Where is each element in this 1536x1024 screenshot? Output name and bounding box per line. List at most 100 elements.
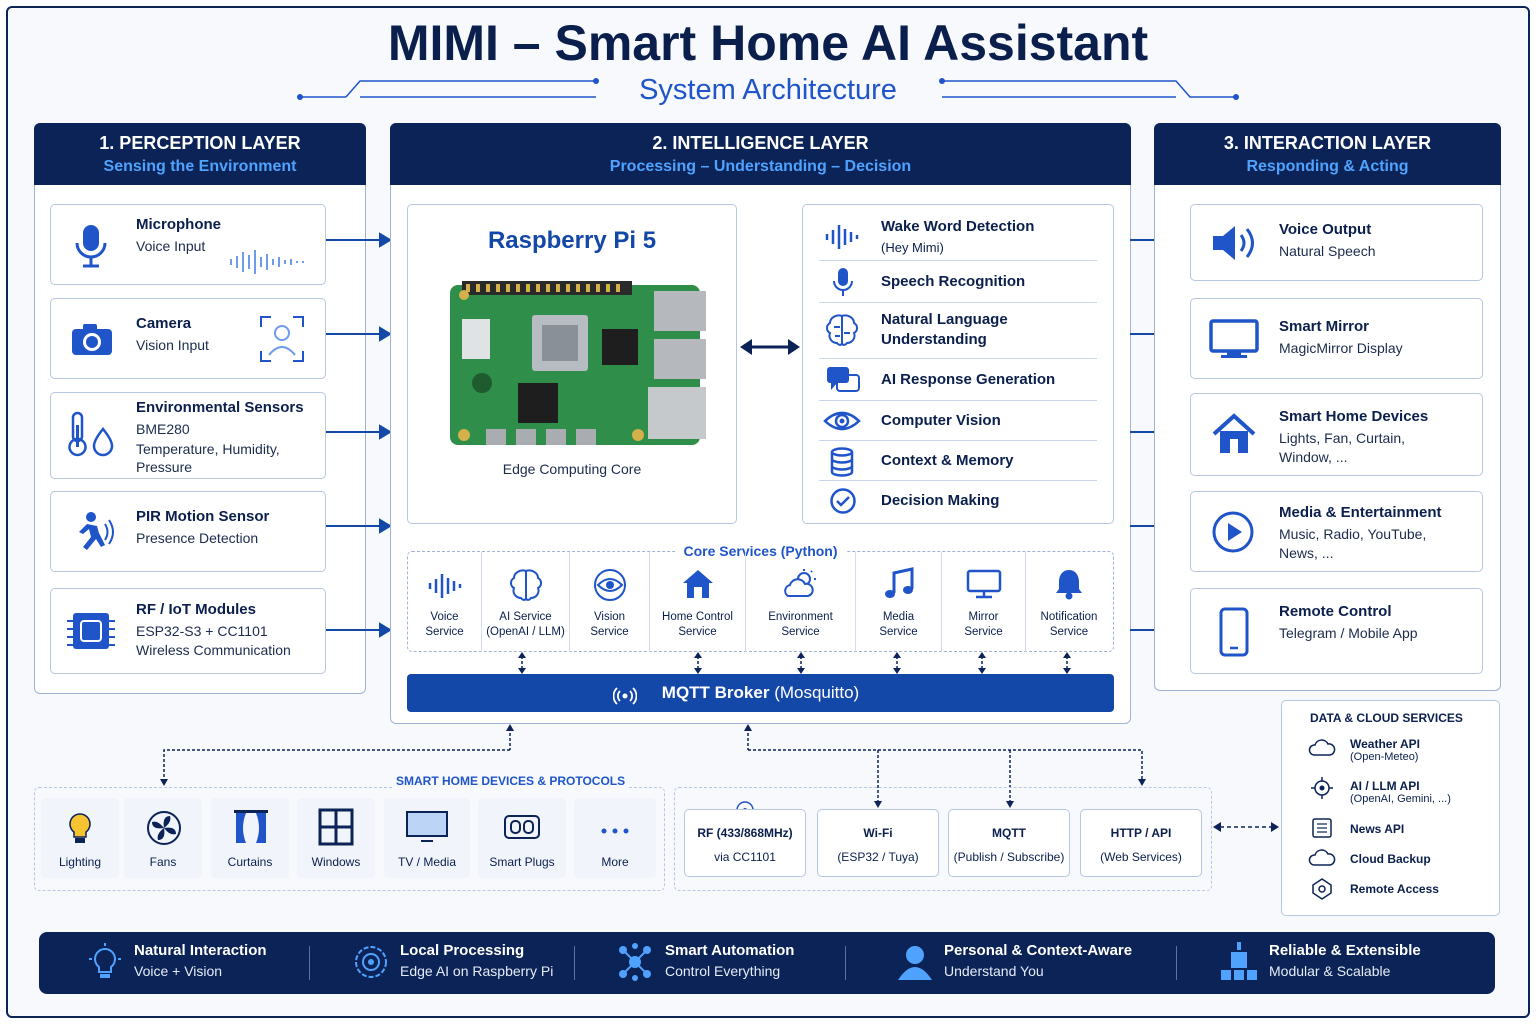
rf-desc-2: Wireless Communication	[136, 642, 291, 658]
eye-icon	[594, 569, 626, 601]
service-env-l1: Environment	[768, 611, 833, 623]
home-icon	[683, 570, 713, 598]
protocol-http-name: HTTP / API	[1110, 826, 1172, 840]
cloud-news-api: News API	[1350, 822, 1404, 836]
perception-card-rf: RF / IoT Modules ESP32-S3 + CC1101 Wirel…	[50, 588, 326, 674]
smart-home-desc: Lights, Fan, Curtain,	[1279, 430, 1406, 446]
service-voice-l2: Service	[425, 626, 464, 638]
raspberry-pi-title: Raspberry Pi 5	[487, 227, 657, 254]
protocol-mqtt-name: MQTT	[992, 826, 1026, 840]
mqtt-broker-sublabel: (Mosquitto)	[769, 683, 860, 702]
cloud-remote-access: Remote Access	[1350, 882, 1439, 896]
function-context-title: Context & Memory	[881, 452, 1014, 469]
device-fans: Fans	[124, 798, 202, 878]
cloud-services-card: DATA & CLOUD SERVICES	[1281, 700, 1500, 916]
cloud-weather-name: Weather API	[1350, 737, 1421, 751]
gear-brain-icon	[355, 946, 387, 978]
raspberry-pi-card: Raspberry Pi 5 Edge Computing Core	[407, 204, 737, 524]
media-desc-2: News, ...	[1279, 545, 1334, 561]
protocol-http-sub: (Web Services)	[1100, 850, 1182, 864]
function-decision-making: Decision Making	[819, 481, 1097, 521]
perception-card-environment: Environmental Sensors BME280 Temperature…	[50, 392, 326, 479]
remote-title: Remote Control	[1279, 603, 1392, 620]
monitor-icon	[1209, 319, 1259, 358]
monitor-icon	[966, 569, 1002, 599]
page-title: MIMI – Smart Home AI Assistant	[387, 15, 1149, 71]
function-speech-recognition: Speech Recognition	[819, 261, 1097, 303]
waveform-icon	[428, 574, 462, 598]
footer-reliable-title: Reliable & Extensible	[1269, 942, 1421, 959]
cloud-title: DATA & CLOUD SERVICES	[1310, 711, 1463, 725]
interaction-header: 3. INTERACTION LAYER Responding & Acting	[1154, 123, 1501, 185]
cloud-remote-name: Remote Access	[1350, 882, 1439, 896]
voice-output-title: Voice Output	[1279, 221, 1372, 238]
interaction-card-smart-home: Smart Home Devices Lights, Fan, Curtain,…	[1190, 393, 1483, 476]
bulb-icon	[69, 813, 91, 843]
service-home-l1: Home Control	[662, 611, 733, 623]
service-voice-l1: Voice	[430, 611, 459, 623]
service-mqtt-links	[518, 652, 1071, 674]
function-decision-title: Decision Making	[881, 492, 1000, 509]
smart-home-desc-2: Window, ...	[1279, 449, 1348, 465]
function-vision-title: Computer Vision	[881, 412, 1001, 429]
function-wake-word: Wake Word Detection (Hey Mimi)	[819, 213, 1097, 261]
function-speech-title: Speech Recognition	[881, 273, 1026, 290]
function-wake-word-sub: (Hey Mimi)	[881, 240, 944, 255]
user-icon	[898, 946, 932, 980]
device-lighting: Lighting	[41, 798, 119, 878]
intelligence-subheading: Processing – Understanding – Decision	[609, 158, 912, 175]
device-tv-label: TV / Media	[397, 855, 457, 869]
camera-desc: Vision Input	[136, 337, 209, 353]
protocol-wifi-sub: (ESP32 / Tuya)	[837, 850, 919, 864]
ai-functions-card: Wake Word Detection (Hey Mimi) Speech Re…	[802, 204, 1114, 524]
phone-icon	[1219, 607, 1249, 657]
environment-title: Environmental Sensors	[136, 399, 304, 416]
chip-icon	[67, 613, 115, 649]
microphone-icon	[75, 225, 107, 268]
mqtt-distribution-lines	[160, 724, 1146, 808]
interaction-card-voice-output: Voice Output Natural Speech	[1190, 204, 1483, 281]
speaker-icon	[1213, 226, 1254, 260]
cloud-icon	[1308, 849, 1336, 866]
music-icon	[885, 567, 914, 598]
microphone-icon	[833, 268, 853, 296]
footer-divider	[845, 946, 846, 980]
fan-icon	[147, 811, 181, 845]
footer-automation-sub: Control Everything	[665, 963, 781, 979]
mqtt-broker-label: MQTT Broker	[661, 683, 770, 702]
cloud-ai-name: AI / LLM API	[1350, 779, 1420, 793]
pir-desc: Presence Detection	[136, 530, 259, 546]
interaction-subheading: Responding & Acting	[1246, 158, 1409, 175]
interaction-card-remote: Remote Control Telegram / Mobile App	[1190, 588, 1483, 674]
eye-icon	[823, 411, 861, 431]
home-icon	[1212, 413, 1256, 453]
service-vision-l2: Service	[590, 626, 629, 638]
raspberry-pi-board-image	[450, 281, 706, 445]
face-scan-icon	[260, 316, 304, 362]
chat-icon	[827, 367, 860, 392]
soundwave-icon	[230, 250, 304, 274]
device-curtains: Curtains	[211, 798, 289, 878]
database-icon	[830, 447, 854, 477]
devices-panel	[34, 787, 665, 891]
service-media-l2: Service	[879, 626, 918, 638]
thermometer-icon	[68, 411, 114, 457]
function-ai-response: AI Response Generation	[819, 359, 1097, 401]
environment-desc: BME280	[136, 421, 190, 437]
media-desc: Music, Radio, YouTube,	[1279, 526, 1427, 542]
device-smart-plugs: Smart Plugs	[478, 798, 566, 878]
pir-title: PIR Motion Sensor	[136, 508, 270, 525]
weather-icon	[784, 569, 816, 597]
footer-local-sub: Edge AI on Raspberry Pi	[400, 963, 554, 979]
environment-desc-2: Temperature, Humidity,	[136, 441, 280, 457]
device-tv: TV / Media	[384, 798, 470, 878]
protocol-rf-sub: via CC1101	[714, 850, 776, 864]
cloud-news-name: News API	[1350, 822, 1405, 836]
protocol-mqtt-sub: (Publish / Subscribe)	[953, 850, 1065, 864]
cloud-ai-sub: (OpenAI, Gemini, ...)	[1350, 793, 1451, 805]
